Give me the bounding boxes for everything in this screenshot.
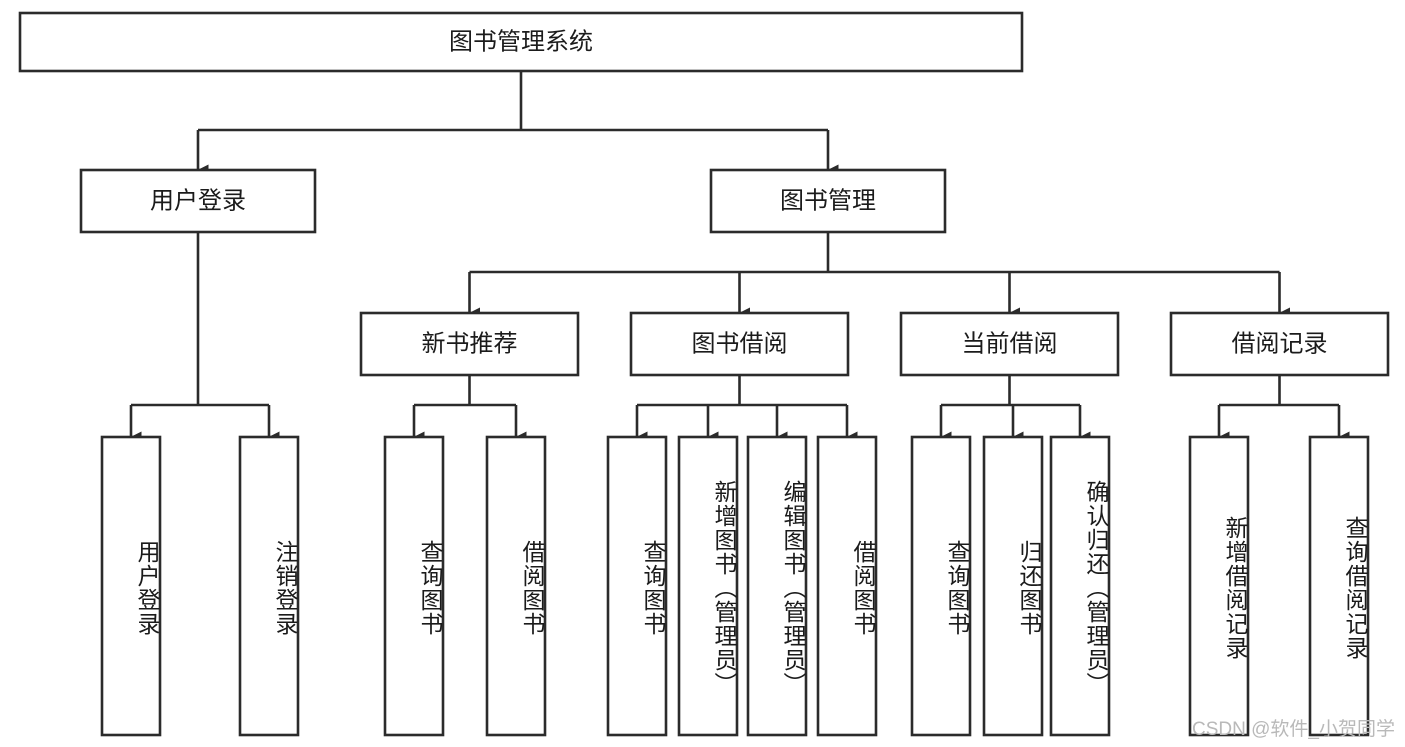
node-user-login[interactable]: [79, 168, 317, 234]
node-root[interactable]: [18, 11, 1024, 73]
node-current-borrow[interactable]: [899, 311, 1120, 377]
node-borrow-record[interactable]: [1169, 311, 1390, 377]
node-current-borrow-label: 当前借阅: [962, 330, 1058, 357]
node-leaf-add-record-label: 新增借阅记录: [1222, 516, 1248, 660]
node-leaf-user-login-label: 用户登录: [134, 540, 160, 636]
node-leaf-query-book-3-label: 查询图书: [944, 540, 970, 636]
node-leaf-add-book[interactable]: [677, 435, 739, 737]
node-root-label: 图书管理系统: [449, 28, 593, 55]
node-leaf-query-book-1[interactable]: [383, 435, 445, 737]
node-leaf-user-logout-label: 注销登录: [272, 540, 298, 636]
node-leaf-confirm-ret-label: 确认归还（管理员）: [1083, 480, 1109, 696]
node-leaf-query-book-3[interactable]: [910, 435, 972, 737]
node-book-borrow[interactable]: [629, 311, 850, 377]
node-leaf-add-book-label: 新增图书（管理员）: [711, 480, 737, 696]
node-leaf-return-book[interactable]: [982, 435, 1044, 737]
node-leaf-borrow-book-2-label: 借阅图书: [850, 540, 876, 636]
node-leaf-borrow-book-2[interactable]: [816, 435, 878, 737]
node-leaf-borrow-book-1[interactable]: [485, 435, 547, 737]
node-leaf-user-login[interactable]: [100, 435, 162, 737]
node-book-borrow-label: 图书借阅: [692, 330, 788, 357]
node-leaf-edit-book[interactable]: [746, 435, 808, 737]
node-user-login-label: 用户登录: [150, 187, 246, 214]
node-leaf-query-book-1-label: 查询图书: [417, 540, 443, 636]
node-leaf-query-book-2[interactable]: [606, 435, 668, 737]
node-leaf-query-record-label: 查询借阅记录: [1342, 516, 1368, 660]
node-leaf-query-record[interactable]: [1308, 435, 1370, 737]
node-new-book-rec[interactable]: [359, 311, 580, 377]
node-leaf-return-book-label: 归还图书: [1016, 540, 1042, 636]
node-book-manage[interactable]: [709, 168, 947, 234]
node-new-book-rec-label: 新书推荐: [422, 330, 518, 357]
node-leaf-borrow-book-1-label: 借阅图书: [519, 540, 545, 636]
node-borrow-record-label: 借阅记录: [1232, 330, 1328, 357]
node-leaf-add-record[interactable]: [1188, 435, 1250, 737]
node-leaf-confirm-ret[interactable]: [1049, 435, 1111, 737]
connector-layer: [129, 71, 1350, 443]
node-leaf-user-logout[interactable]: [238, 435, 300, 737]
node-leaf-edit-book-label: 编辑图书（管理员）: [780, 480, 806, 696]
node-leaf-query-book-2-label: 查询图书: [640, 540, 666, 636]
node-book-manage-label: 图书管理: [780, 187, 876, 214]
